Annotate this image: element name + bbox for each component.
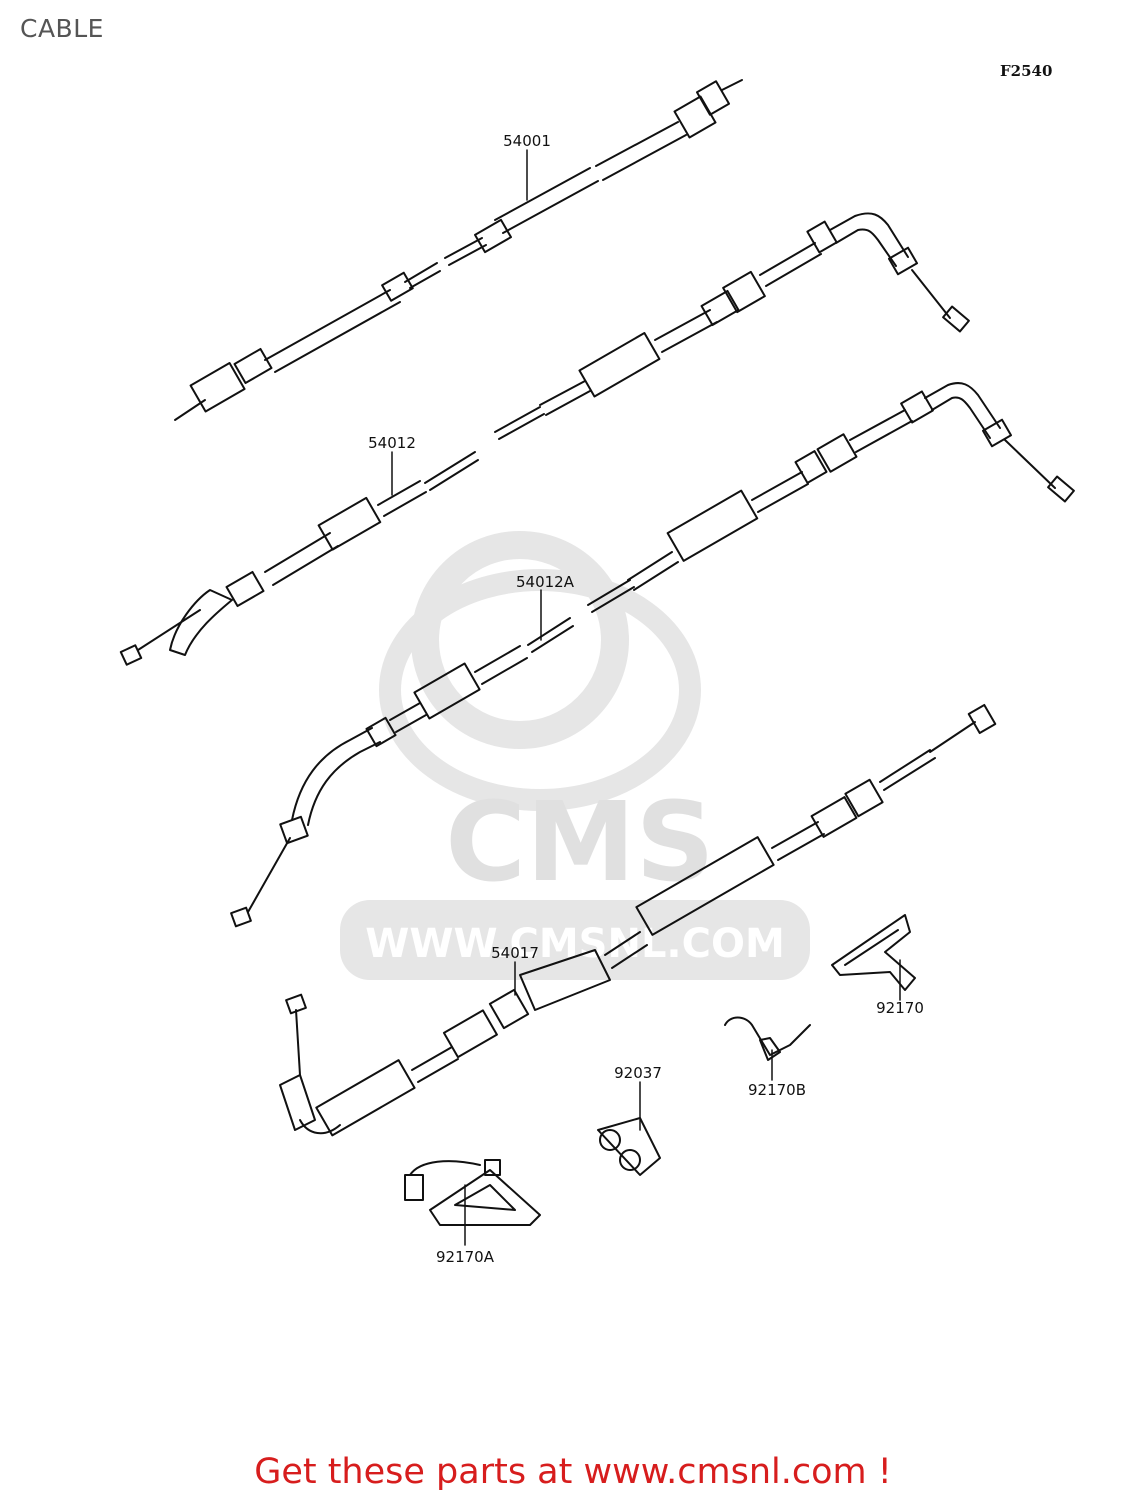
cable-54012A [230,382,1075,928]
leader-lines [391,149,901,1246]
footer-parts-link[interactable]: Get these parts at www.cmsnl.com ! [254,1452,892,1492]
part-label-54012A: 54012A [516,573,575,591]
part-label-54012: 54012 [368,434,416,452]
part-label-92170B: 92170B [748,1081,806,1099]
part-label-54001: 54001 [503,132,551,150]
part-label-54017: 54017 [491,944,539,962]
watermark: CMS WWW.CMSNL.COM [340,531,810,980]
clamp-92170 [831,914,916,991]
watermark-url: WWW.CMSNL.COM [365,921,785,967]
cable-54012 [119,212,970,666]
cable-54001 [174,79,743,421]
part-labels: 54001 54012 54012A 54017 92170 92170B 92… [368,132,924,1266]
clamp-92170A [404,1159,541,1226]
clip-92170B [724,1016,811,1061]
cable-54017 [279,703,997,1137]
part-label-92170A: 92170A [436,1248,495,1266]
page-title: CABLE [20,14,104,43]
part-label-92170: 92170 [876,999,924,1017]
part-label-92037: 92037 [614,1064,662,1082]
watermark-brand: CMS [445,778,714,906]
figure-code: F2540 [1000,62,1053,80]
clamp-92037 [597,1117,661,1176]
